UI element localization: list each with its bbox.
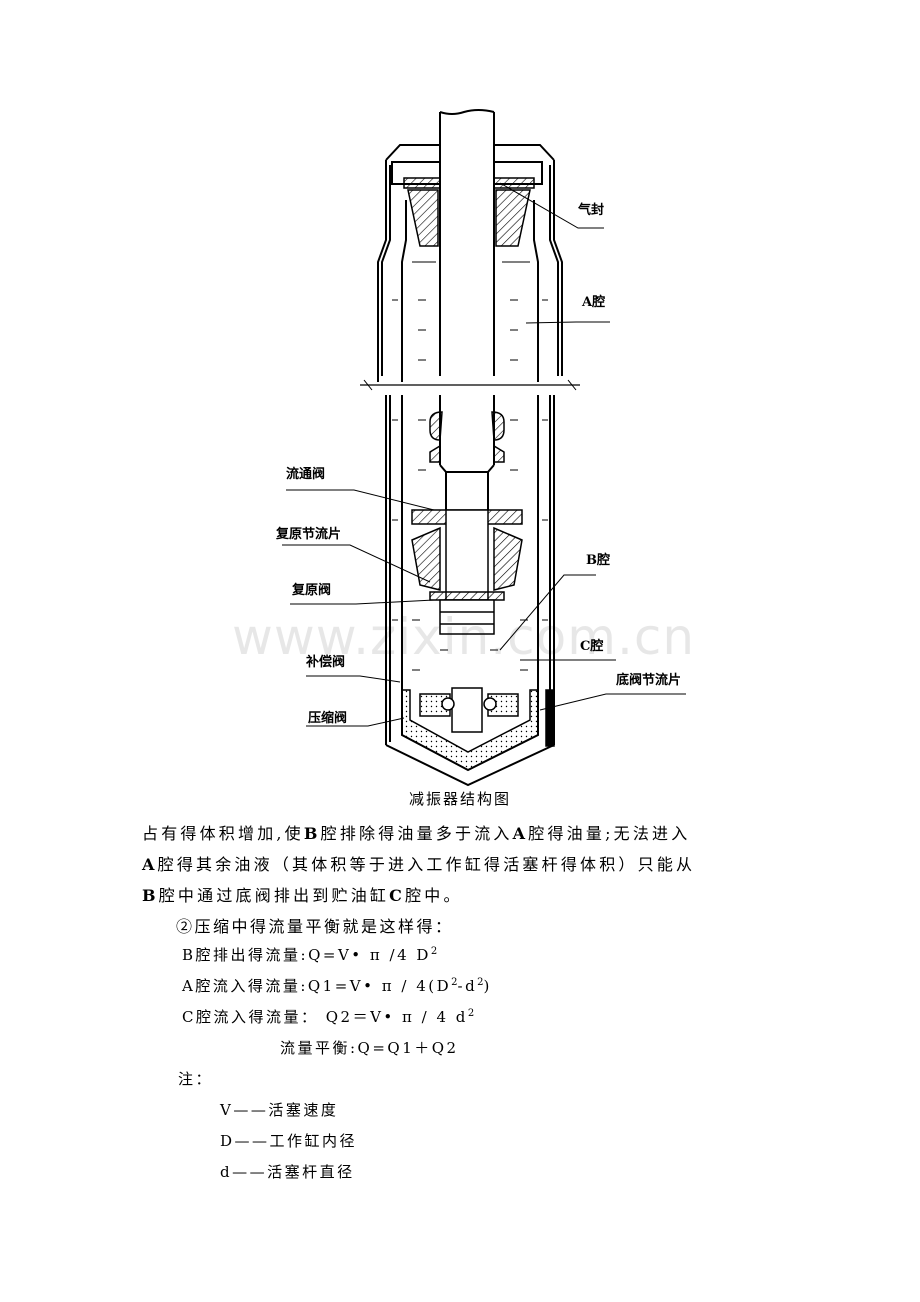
piston-assembly (411, 509, 523, 635)
rubber-bumper (429, 411, 505, 463)
label-chamber-b: B腔 (586, 552, 610, 568)
label-base-throttle: 底阀节流片 (616, 672, 681, 688)
formula-sum: 流量平衡:Q=Q1＋Q2 (280, 1039, 459, 1057)
formula-q: B腔排出得流量:Q=V• π /4 D2 (182, 946, 438, 964)
label-flow-valve: 流通阀 (286, 466, 325, 482)
note-item-d: d——活塞杆直径 (220, 1163, 355, 1181)
note-item-v: V——活塞速度 (220, 1101, 339, 1119)
paragraph-line-1: 占有得体积增加,使B腔排除得油量多于流入A腔得油量;无法进入 (142, 824, 691, 843)
label-compensation-valve: 补偿阀 (305, 654, 345, 670)
watermark: www.zixin.com.cn (232, 608, 696, 666)
figure-caption: 减振器结构图 (408, 790, 511, 808)
label-rebound-valve: 复原阀 (291, 582, 331, 598)
guide-seals (403, 177, 535, 247)
shock-absorber-diagram: 气封 A腔 流通阀 复原节流片 复原阀 B腔 C腔 补偿阀 底阀节流片 压缩阀 (275, 109, 686, 787)
paragraph-line-3: B腔中通过底阀排出到贮油缸C腔中。 (142, 886, 463, 905)
label-seal: 气封 (578, 202, 604, 218)
formula-q2: C腔流入得流量： Q2＝V• π / 4 d2 (182, 1008, 475, 1026)
base-valve (385, 687, 555, 787)
label-rebound-throttle: 复原节流片 (275, 526, 341, 542)
label-chamber-a: A腔 (581, 294, 605, 310)
note-item-D: D——工作缸内径 (220, 1132, 358, 1150)
leader-lines (282, 182, 686, 727)
piston-rod (439, 109, 495, 510)
label-chamber-c: C腔 (580, 638, 603, 654)
inner-cylinder (401, 200, 539, 690)
paragraph-line-2: A腔得其余油液（其体积等于进入工作缸得活塞杆得体积）只能从 (142, 855, 696, 874)
notes-heading: 注： (178, 1070, 214, 1088)
oil-marks (392, 261, 548, 671)
formula-q1: A腔流入得流量:Q1=V• π / 4(D2-d2) (182, 977, 492, 995)
balance-heading: ②压缩中得流量平衡就是这样得： (176, 917, 454, 936)
label-compression-valve: 压缩阀 (308, 710, 347, 726)
